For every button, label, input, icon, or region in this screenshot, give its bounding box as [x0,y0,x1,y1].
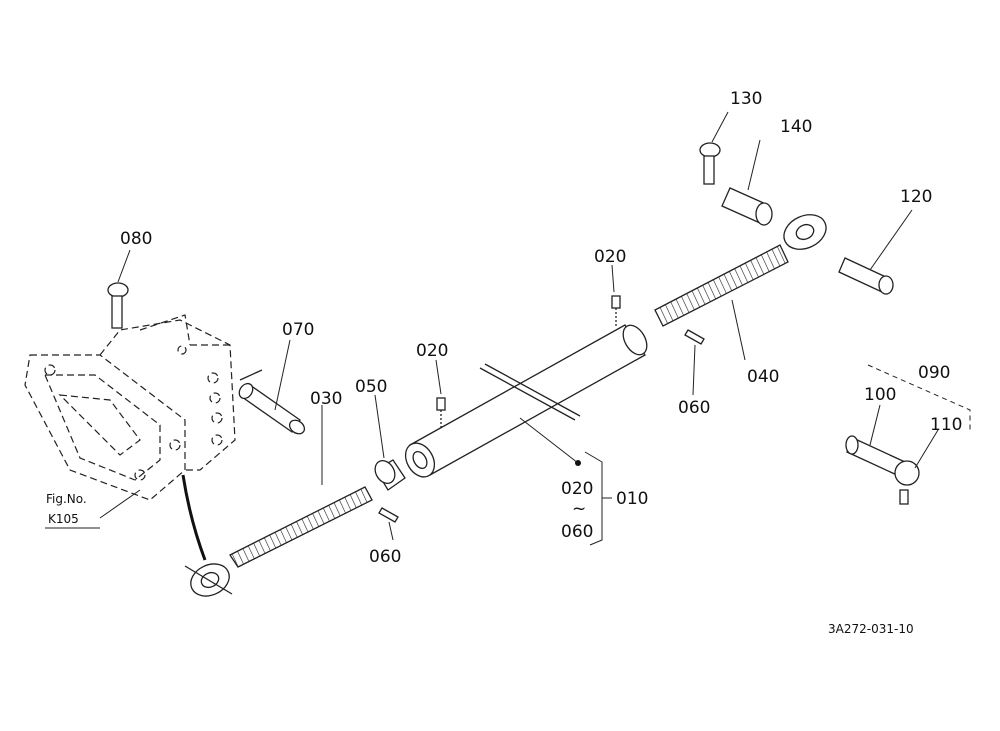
label-tilde: ~ [572,499,586,519]
lynch-pin-080 [107,282,129,329]
rod-end-040 [654,214,827,327]
label-110: 110 [930,415,962,435]
range-dot [575,460,581,466]
mounting-bracket [24,314,236,501]
label-060-right: 060 [678,398,710,418]
lynch-pin-130 [699,142,721,185]
label-010: 010 [616,489,648,509]
label-100: 100 [864,385,896,405]
lock-nut-050 [374,459,406,491]
leader-lines [45,111,971,546]
grease-fitting-020-mid [436,397,446,430]
label-140: 140 [780,117,812,137]
bushing-140 [721,187,773,226]
label-030: 030 [310,389,342,409]
label-060-range-end: 060 [561,522,593,542]
label-060-left: 060 [369,547,401,567]
rod-end-030 [184,486,373,597]
part-labels: 080 070 030 050 020 020 130 140 120 040 … [46,89,962,636]
pin-120 [838,257,894,295]
label-120: 120 [900,187,932,207]
label-050: 050 [355,377,387,397]
pin-070 [238,369,306,435]
drawing-code: 3A272-031-10 [828,622,914,636]
figure-ref-line2: K105 [48,512,79,526]
spring-pin-060-right [684,329,705,345]
label-020-top: 020 [594,247,626,267]
clip-110 [894,460,920,505]
label-090: 090 [918,363,950,383]
bracket-leader-line [181,474,207,561]
turnbuckle-tube-010 [404,324,648,478]
label-020-range-start: 020 [561,479,593,499]
figure-ref-line1: Fig.No. [46,492,87,506]
label-070: 070 [282,320,314,340]
label-020-mid: 020 [416,341,448,361]
grease-fitting-020-top [611,295,621,326]
label-080: 080 [120,229,152,249]
label-130: 130 [730,89,762,109]
spring-pin-060-left [378,507,399,523]
label-040: 040 [747,367,779,387]
pin-100 [845,435,906,477]
